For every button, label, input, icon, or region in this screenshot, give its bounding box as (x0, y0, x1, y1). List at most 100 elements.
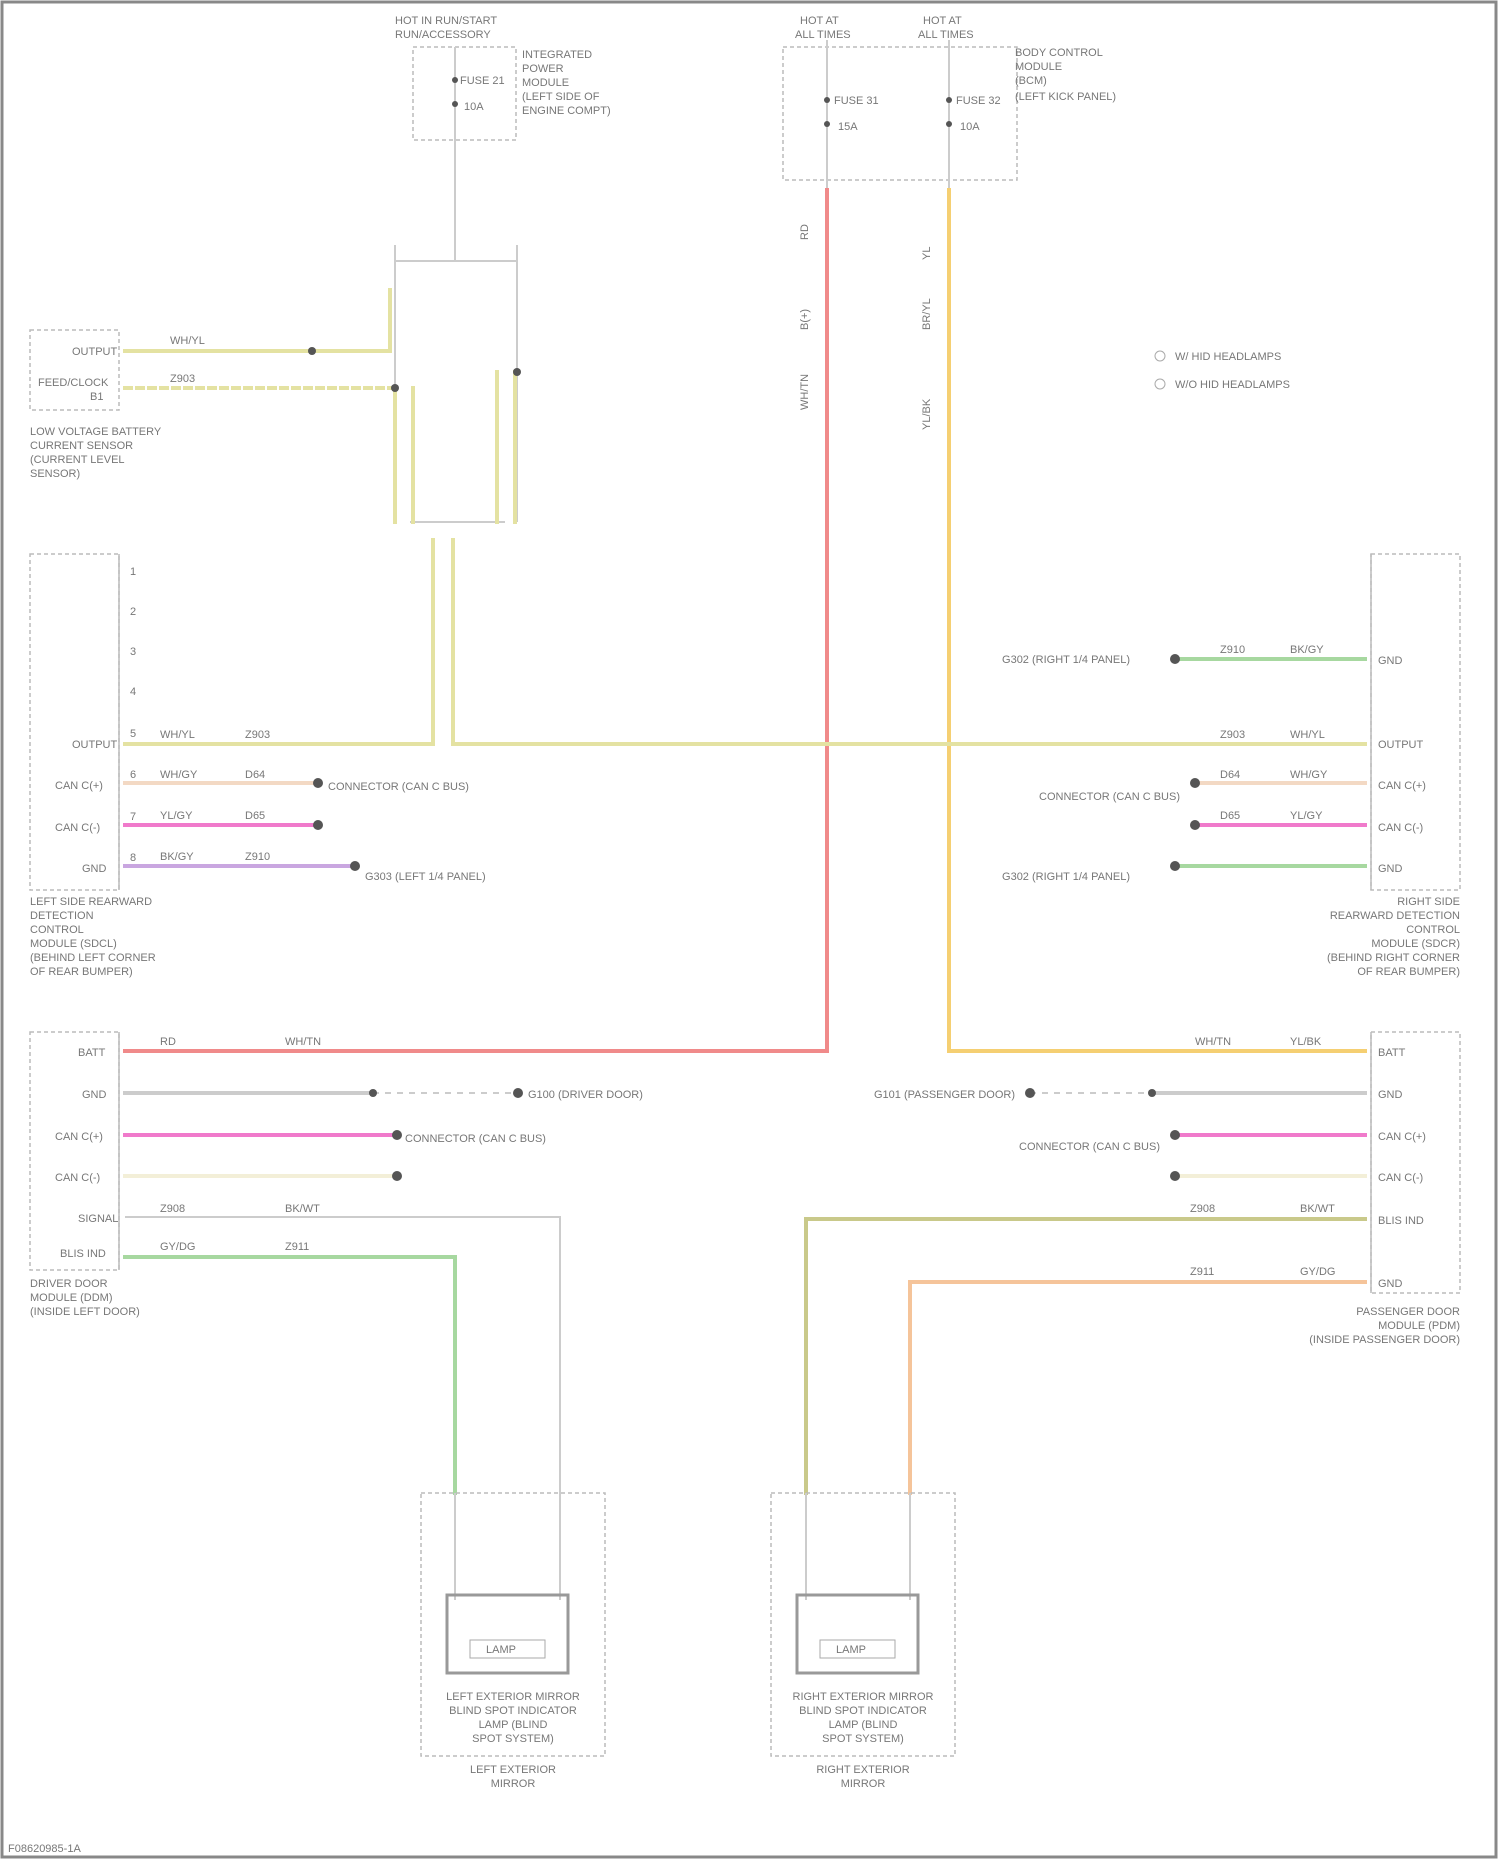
pin-label: GND (82, 1089, 107, 1101)
pin-label: CAN C(-) (55, 1172, 100, 1184)
pin-label: GND (1378, 1278, 1403, 1290)
module-desc: PASSENGER DOOR (1356, 1306, 1460, 1318)
wire-label: YL/GY (160, 810, 193, 822)
wire-label: WH/GY (1290, 769, 1328, 781)
left-rear-detection-module: 1 2 3 4 5 6 7 8 OUTPUT CAN C(+) CAN C(-)… (30, 554, 486, 978)
wire-label: D65 (245, 810, 265, 822)
module-desc: DETECTION (30, 910, 94, 922)
fuse-left-desc: MODULE (522, 77, 569, 89)
mirror-caption: MIRROR (841, 1778, 886, 1790)
wire-label: YL/BK (1290, 1036, 1322, 1048)
pin-number: 5 (130, 728, 136, 740)
wire-label: Z903 (245, 729, 270, 741)
sensor-desc: LOW VOLTAGE BATTERY (30, 426, 162, 438)
module-desc: OF REAR BUMPER) (30, 966, 133, 978)
ground-label: G303 (LEFT 1/4 PANEL) (365, 871, 486, 883)
wire-label: BK/WT (285, 1203, 320, 1215)
wire-label: WH/TN (285, 1036, 321, 1048)
ground-label: G302 (RIGHT 1/4 PANEL) (1002, 871, 1130, 883)
lamp-label: LAMP (486, 1644, 516, 1656)
hot-label: ALL TIMES (918, 29, 974, 41)
pin-label: CAN C(-) (55, 822, 100, 834)
pin-label: BLIS IND (1378, 1215, 1424, 1227)
right-rear-detection-module: GND OUTPUT CAN C(+) CAN C(-) GND G302 (R… (1002, 554, 1460, 978)
fuse-1-label: FUSE 31 (834, 95, 879, 107)
mirror-desc: SPOT SYSTEM) (472, 1733, 554, 1745)
current-sensor: OUTPUT FEED/CLOCK B1 LOW VOLTAGE BATTERY… (30, 290, 395, 480)
lamp-label: LAMP (836, 1644, 866, 1656)
wire-label: Z908 (1190, 1203, 1215, 1215)
fuse-left-desc: (LEFT SIDE OF (522, 91, 600, 103)
wire-label: WH/TN (1195, 1036, 1231, 1048)
pin-label: CAN C(-) (1378, 1172, 1423, 1184)
wire-label: BR/YL (921, 298, 933, 330)
wire-label: D64 (245, 769, 265, 781)
pin-label: CAN C(+) (1378, 1131, 1426, 1143)
sensor-desc: CURRENT SENSOR (30, 440, 133, 452)
wire-yellow (949, 190, 1365, 1051)
module-desc: CONTROL (1406, 924, 1460, 936)
wire-label: D65 (1220, 810, 1240, 822)
junction-block (391, 245, 521, 744)
wire-label: RD (160, 1036, 176, 1048)
footer-code: F08620985-1A (8, 1843, 81, 1855)
splice-label: CONNECTOR (CAN C BUS) (328, 781, 469, 793)
wire-label: YL/BK (921, 398, 933, 430)
mirror-caption: LEFT EXTERIOR (470, 1764, 556, 1776)
driver-door-module: BATT GND CAN C(+) CAN C(-) SIGNAL BLIS I… (30, 1032, 643, 1493)
pin-label: OUTPUT (72, 346, 118, 358)
module-desc: REARWARD DETECTION (1330, 910, 1460, 922)
wire-label: WH/YL (160, 729, 195, 741)
wire-label: YL/GY (1290, 810, 1323, 822)
module-desc: (INSIDE PASSENGER DOOR) (1309, 1334, 1460, 1346)
fuse-2-label: FUSE 32 (956, 95, 1001, 107)
module-desc: MODULE (SDCR) (1371, 938, 1460, 950)
wire-label: RD (799, 224, 811, 240)
pin-label: CAN C(-) (1378, 822, 1423, 834)
bcm-desc: MODULE (1015, 61, 1062, 73)
mirror-desc: RIGHT EXTERIOR MIRROR (793, 1691, 934, 1703)
module-desc: LEFT SIDE REARWARD (30, 896, 152, 908)
splice-label: CONNECTOR (CAN C BUS) (1039, 791, 1180, 803)
wire-label: BK/WT (1300, 1203, 1335, 1215)
pin-number: 3 (130, 646, 136, 658)
pin-label: CAN C(+) (1378, 780, 1426, 792)
fuse-left-desc: POWER (522, 63, 564, 75)
fuse-left-title: HOT IN RUN/START (395, 15, 497, 27)
wire-label: Z908 (160, 1203, 185, 1215)
hot-label: HOT AT (923, 15, 962, 27)
pin-number: 6 (130, 769, 136, 781)
module-desc: (BEHIND RIGHT CORNER (1327, 952, 1460, 964)
sensor-desc: (CURRENT LEVEL (30, 454, 125, 466)
splice-label: CONNECTOR (CAN C BUS) (405, 1133, 546, 1145)
left-exterior-mirror: LAMP LEFT EXTERIOR MIRROR BLIND SPOT IND… (421, 1493, 605, 1790)
mirror-desc: LAMP (BLIND (829, 1719, 898, 1731)
ground-label: G101 (PASSENGER DOOR) (874, 1089, 1015, 1101)
mirror-caption: MIRROR (491, 1778, 536, 1790)
wire-label: WH/GY (160, 769, 198, 781)
right-exterior-mirror: LAMP RIGHT EXTERIOR MIRROR BLIND SPOT IN… (771, 1493, 955, 1790)
module-desc: MODULE (PDM) (1378, 1320, 1460, 1332)
wire-label: WH/TN (799, 374, 811, 410)
wire-label: WH/YL (170, 335, 205, 347)
pin-label: GND (82, 863, 107, 875)
pin-label: BATT (78, 1047, 106, 1059)
pin-number: 2 (130, 606, 136, 618)
mirror-desc: BLIND SPOT INDICATOR (799, 1705, 927, 1717)
module-desc: (BEHIND LEFT CORNER (30, 952, 156, 964)
bcm-desc: BODY CONTROL (1015, 47, 1103, 59)
pin-label: BLIS IND (60, 1248, 106, 1260)
wire-label: GY/DG (160, 1241, 195, 1253)
pin-number: 1 (130, 566, 136, 578)
wire-label: BK/GY (160, 851, 194, 863)
mirror-desc: LAMP (BLIND (479, 1719, 548, 1731)
wire-label: D64 (1220, 769, 1240, 781)
wire-label: Z903 (170, 373, 195, 385)
pin-label: GND (1378, 863, 1403, 875)
fuse-left-fuse: FUSE 21 (460, 75, 505, 87)
legend-item: W/ HID HEADLAMPS (1175, 351, 1281, 363)
wire-label: BK/GY (1290, 644, 1324, 656)
wire-label: Z911 (285, 1241, 309, 1253)
pin-label: CAN C(+) (55, 780, 103, 792)
hot-label: HOT AT (800, 15, 839, 27)
